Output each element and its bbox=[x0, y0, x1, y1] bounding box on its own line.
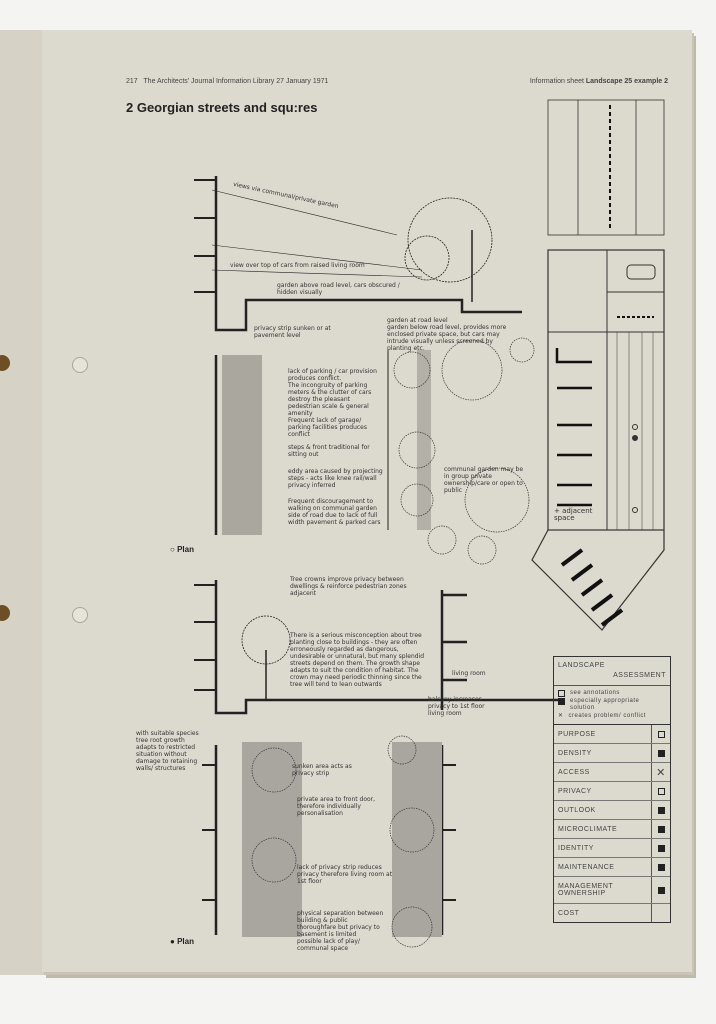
filled-square-icon bbox=[657, 844, 665, 852]
filled-square-icon bbox=[558, 698, 565, 705]
annotation: lack of parking / car provision produces… bbox=[288, 368, 377, 438]
legend-label: especially appropriate solution bbox=[570, 698, 640, 711]
filled-square-icon bbox=[657, 863, 665, 871]
assessment-title: LANDSCAPE ASSESSMENT bbox=[554, 657, 670, 686]
sheet-name: Landscape 25 example 2 bbox=[585, 78, 668, 85]
annotation: privacy strip sunken or at pavement leve… bbox=[254, 325, 331, 339]
legend-item: especially appropriate solution bbox=[558, 698, 666, 712]
adjacent-space-label: + adjacent space bbox=[554, 507, 593, 522]
annotation: sunken area acts as privacy strip bbox=[292, 763, 352, 777]
punch-hole bbox=[72, 357, 88, 373]
drawings bbox=[194, 99, 665, 948]
annotation: eddy area caused by projecting steps - a… bbox=[288, 468, 383, 489]
filled-square-icon bbox=[657, 825, 665, 833]
sheet-prefix: Information sheet bbox=[529, 78, 584, 85]
annotation: Tree crowns improve privacy between dwel… bbox=[290, 576, 407, 597]
criterion-mark bbox=[651, 904, 670, 922]
criterion-label: COST bbox=[558, 909, 580, 917]
plan-label-text: Plan bbox=[177, 545, 194, 554]
annotation: communal garden may be in group private … bbox=[444, 466, 524, 494]
open-square-icon bbox=[657, 730, 665, 738]
plan-label: ● Plan bbox=[170, 937, 194, 946]
criterion-mark bbox=[651, 782, 670, 800]
page-number: 217 bbox=[126, 78, 138, 85]
assessment-row: MANAGEMENT OWNERSHIP bbox=[554, 877, 670, 904]
binder-hole bbox=[0, 355, 10, 371]
facing-page-edge bbox=[0, 30, 45, 975]
annotation: private area to front door, therefore in… bbox=[297, 796, 376, 817]
annotation: with suitable species tree root growth a… bbox=[136, 730, 199, 772]
assessment-title-line: ASSESSMENT bbox=[613, 672, 666, 679]
page-title: 2 Georgian streets and squ:res bbox=[126, 100, 318, 115]
criterion-label: OUTLOOK bbox=[558, 806, 596, 814]
landscape-assessment-table: LANDSCAPE ASSESSMENT see annotations espe… bbox=[553, 656, 671, 923]
criterion-label: MICROCLIMATE bbox=[558, 825, 618, 833]
legend-item: see annotations bbox=[558, 690, 666, 697]
criterion-mark: ✕ bbox=[651, 763, 670, 781]
top-section-drawing bbox=[194, 176, 522, 332]
open-square-icon bbox=[558, 690, 565, 697]
filled-square-icon bbox=[657, 886, 665, 894]
binder-hole bbox=[0, 605, 10, 621]
document-page: 217 The Architects' Journal Information … bbox=[42, 30, 692, 972]
annotation: garden above road level, cars obscured /… bbox=[277, 282, 400, 296]
criterion-label: DENSITY bbox=[558, 749, 592, 757]
criterion-label: ACCESS bbox=[558, 768, 590, 776]
criterion-label: MANAGEMENT OWNERSHIP bbox=[558, 883, 614, 897]
assessment-row: PURPOSE bbox=[554, 725, 670, 744]
legend-label: see annotations bbox=[570, 690, 620, 696]
open-square-icon bbox=[657, 787, 665, 795]
side-key-diagram bbox=[531, 99, 665, 631]
legend-item: ✕ creates problem/ conflict bbox=[558, 713, 666, 720]
assessment-title-line: LANDSCAPE bbox=[558, 662, 605, 669]
assessment-row: IDENTITY bbox=[554, 839, 670, 858]
assessment-rows: PURPOSE DENSITY ACCESS ✕ PRIVACY OUTLOOK MICRO… bbox=[554, 725, 670, 922]
filled-square-icon bbox=[657, 749, 665, 757]
assessment-row: MICROCLIMATE bbox=[554, 820, 670, 839]
criterion-mark bbox=[651, 839, 670, 857]
plan-label: ○ Plan bbox=[170, 545, 194, 554]
criterion-mark bbox=[651, 725, 670, 743]
filled-square-icon bbox=[657, 806, 665, 814]
annotation: balcony increases privacy to 1st floor l… bbox=[428, 696, 485, 717]
header-left: 217 The Architects' Journal Information … bbox=[126, 78, 328, 85]
annotation: garden at road level garden below road l… bbox=[387, 317, 507, 352]
publication: The Architects' Journal Information Libr… bbox=[143, 78, 329, 85]
annotation: physical separation between building & p… bbox=[297, 910, 384, 938]
top-plan-drawing bbox=[214, 337, 535, 565]
annotation: possible lack of play/ communal space bbox=[297, 938, 360, 952]
criterion-label: PRIVACY bbox=[558, 787, 592, 795]
criterion-mark bbox=[651, 877, 670, 903]
bottom-plan-drawing bbox=[202, 735, 456, 948]
cross-icon: ✕ bbox=[656, 766, 666, 779]
assessment-row: MAINTENANCE bbox=[554, 858, 670, 877]
criterion-mark bbox=[651, 858, 670, 876]
header-right: Information sheet Landscape 25 example 2 bbox=[530, 78, 668, 85]
assessment-row: ACCESS ✕ bbox=[554, 763, 670, 782]
annotation: Frequent discouragement to walking on co… bbox=[288, 498, 381, 526]
punch-hole bbox=[72, 607, 88, 623]
criterion-label: MAINTENANCE bbox=[558, 863, 615, 871]
plan-label-text: Plan bbox=[177, 937, 194, 946]
annotation: steps & front traditional for sitting ou… bbox=[288, 444, 370, 458]
criterion-label: IDENTITY bbox=[558, 844, 594, 852]
assessment-row: COST bbox=[554, 904, 670, 922]
criterion-mark bbox=[651, 744, 670, 762]
annotation: lack of privacy strip reduces privacy th… bbox=[297, 864, 393, 885]
cross-icon: ✕ bbox=[558, 713, 564, 719]
annotation: living room bbox=[452, 670, 486, 677]
criterion-label: PURPOSE bbox=[558, 730, 596, 738]
assessment-row: OUTLOOK bbox=[554, 801, 670, 820]
annotation: view over top of cars from raised living… bbox=[230, 262, 365, 269]
criterion-mark bbox=[651, 820, 670, 838]
legend-label: creates problem/ conflict bbox=[568, 713, 647, 719]
assessment-row: PRIVACY bbox=[554, 782, 670, 801]
assessment-row: DENSITY bbox=[554, 744, 670, 763]
annotation: There is a serious misconception about t… bbox=[290, 632, 425, 688]
bottom-section-drawing bbox=[194, 580, 562, 715]
criterion-mark bbox=[651, 801, 670, 819]
assessment-legend: see annotations especially appropriate so… bbox=[554, 686, 670, 725]
